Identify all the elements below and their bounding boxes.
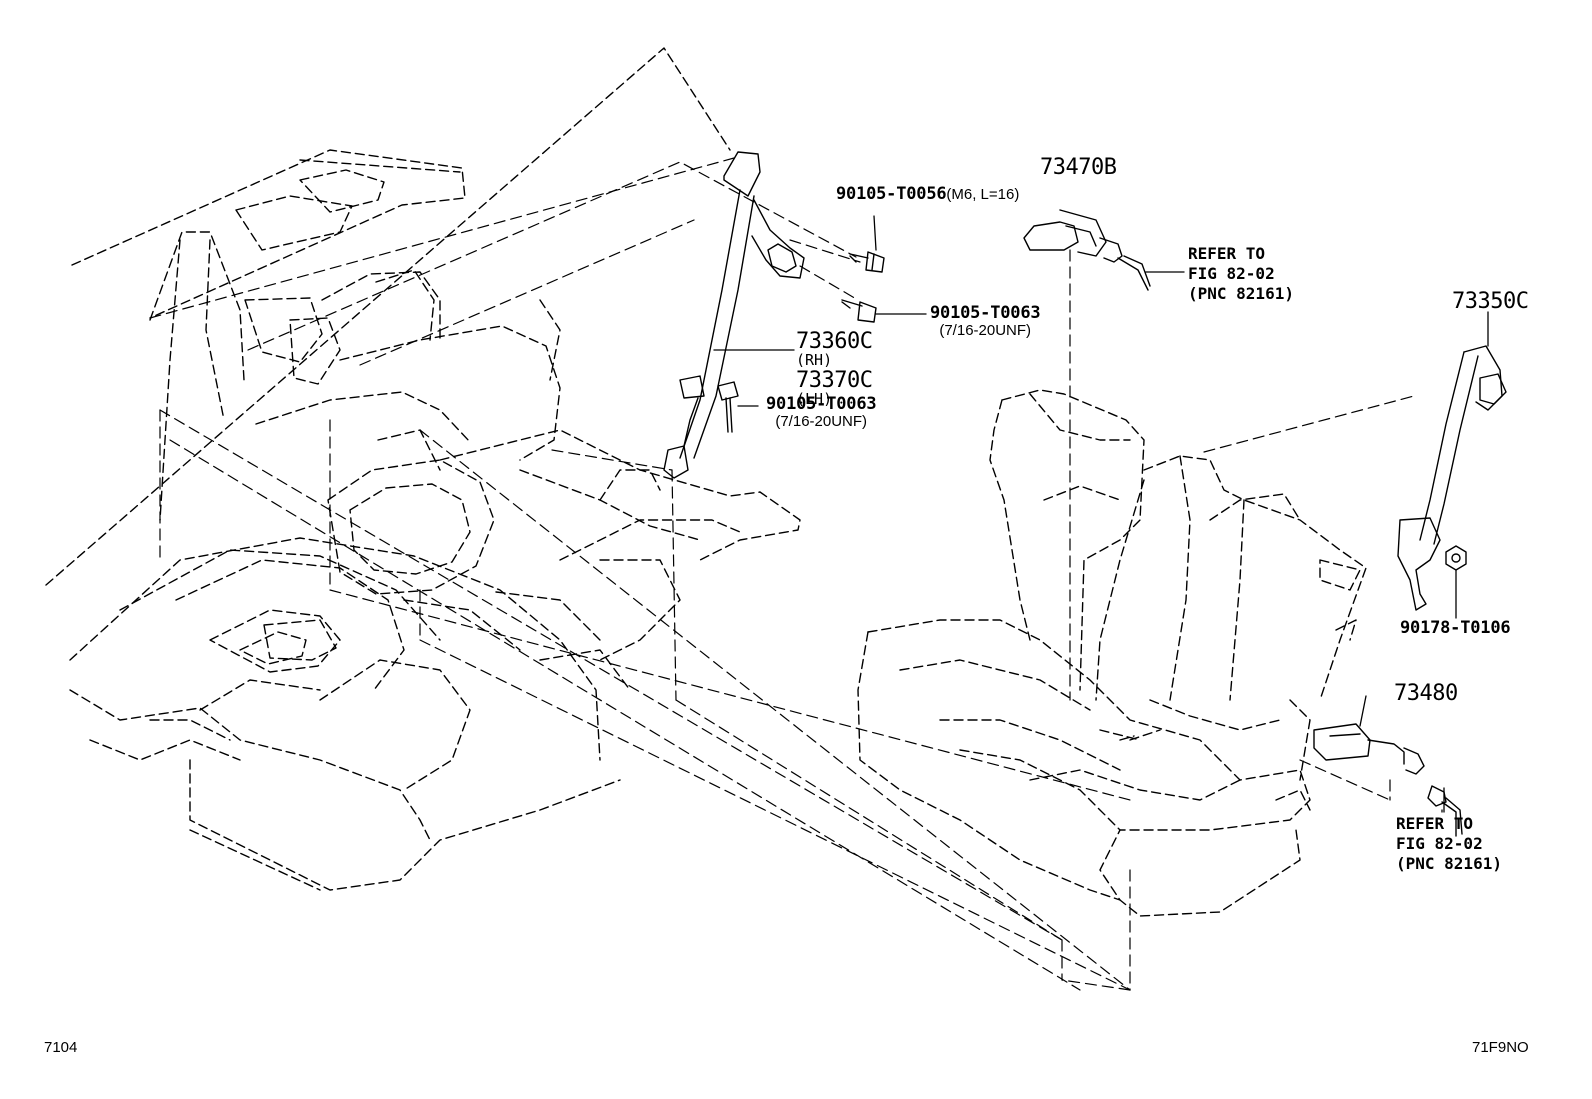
page-code-right: 71F9NO [1472,1039,1529,1056]
nut-90178-T0106-label: 90178-T0106 [1400,618,1511,638]
rear-seat-belt-label: 73350C [1452,289,1529,314]
bolt-90105-T0063-lower-icon [717,381,739,433]
front-seat-belt-label: 73360C(RH) 73370C(LH) [796,329,873,408]
center-buckle-73470B-icon [1023,209,1151,291]
belt-lh-side: (LH) [796,389,833,408]
belt-rh-number: 73360C [796,329,873,354]
bolt-90105-T0063-upper-number: 90105-T0063 [930,303,1041,323]
page-code-left: 7104 [44,1039,78,1056]
bolt-90105-T0056-icon [849,251,885,273]
bolt-90105-T0063-upper-icon [841,299,877,323]
center-buckle-label: 73470B [1040,155,1117,180]
bolt-90105-T0063-lower-label: 90105-T0063 (7/16-20UNF) [766,394,877,430]
nut-90178-T0106-icon [1445,545,1467,571]
rear-seat [857,389,1367,917]
belt-lh-number: 73370C [796,367,873,393]
rear-seat-belt-assembly-73350C [1397,345,1507,611]
front-seat-belt-assembly [663,151,805,479]
reference-note-upper: REFER TO FIG 82-02 (PNC 82161) [1188,244,1294,303]
vehicle-floor-body [45,47,801,891]
bolt-90105-T0063-lower-number: 90105-T0063 [766,394,877,414]
reference-note-lower: REFER TO FIG 82-02 (PNC 82161) [1396,814,1502,873]
leader-lines [713,215,1489,813]
side-buckle-73480-icon [1313,723,1463,837]
bolt-90105-T0063-upper-spec: (7/16-20UNF) [939,321,1032,339]
bolt-90105-T0063-upper-label: 90105-T0063 (7/16-20UNF) [930,303,1041,339]
projection-lines [149,157,1415,991]
side-buckle-label: 73480 [1394,681,1458,706]
belt-rh-side: (RH) [796,351,833,370]
bolt-90105-T0056-spec: (M6, L=16) [946,186,1020,203]
bolt-90105-T0063-lower-spec: (7/16-20UNF) [775,412,868,430]
bolt-90105-T0056-label: 90105-T0056(M6, L=16) [836,184,1020,204]
